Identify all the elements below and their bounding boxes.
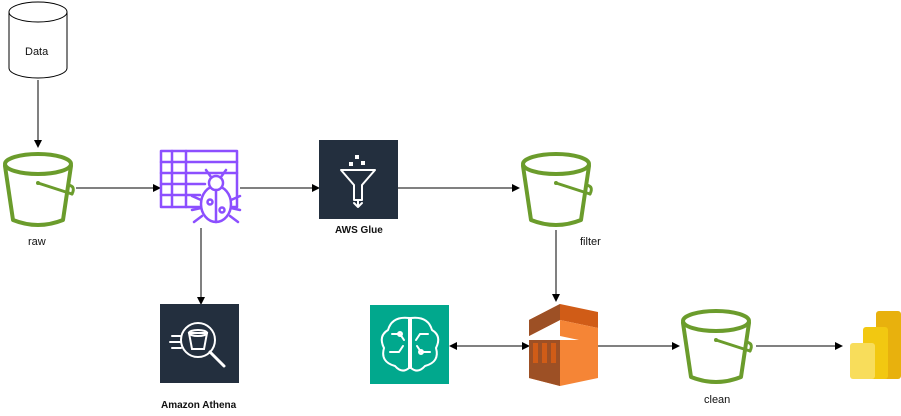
data-store-label: Data [25,46,49,58]
raw-bucket-label: raw [28,236,46,248]
aws-glue-icon[interactable] [319,140,398,219]
emr-icon[interactable] [529,304,598,386]
raw-bucket-icon[interactable] [3,152,75,227]
clean-bucket-label: clean [704,394,731,406]
amazon-athena-icon[interactable] [160,304,239,383]
sagemaker-icon[interactable] [370,305,449,384]
clean-bucket-icon[interactable] [681,309,753,384]
aws-glue-label: AWS Glue [335,225,383,236]
amazon-athena-label: Amazon Athena [161,400,237,411]
filter-bucket-icon[interactable] [521,152,593,227]
power-bi-icon[interactable] [850,311,901,379]
edges [34,80,843,350]
filter-bucket-label: filter [580,236,601,248]
glue-crawler-icon[interactable] [159,149,242,224]
data-store-cylinder[interactable] [8,1,68,79]
